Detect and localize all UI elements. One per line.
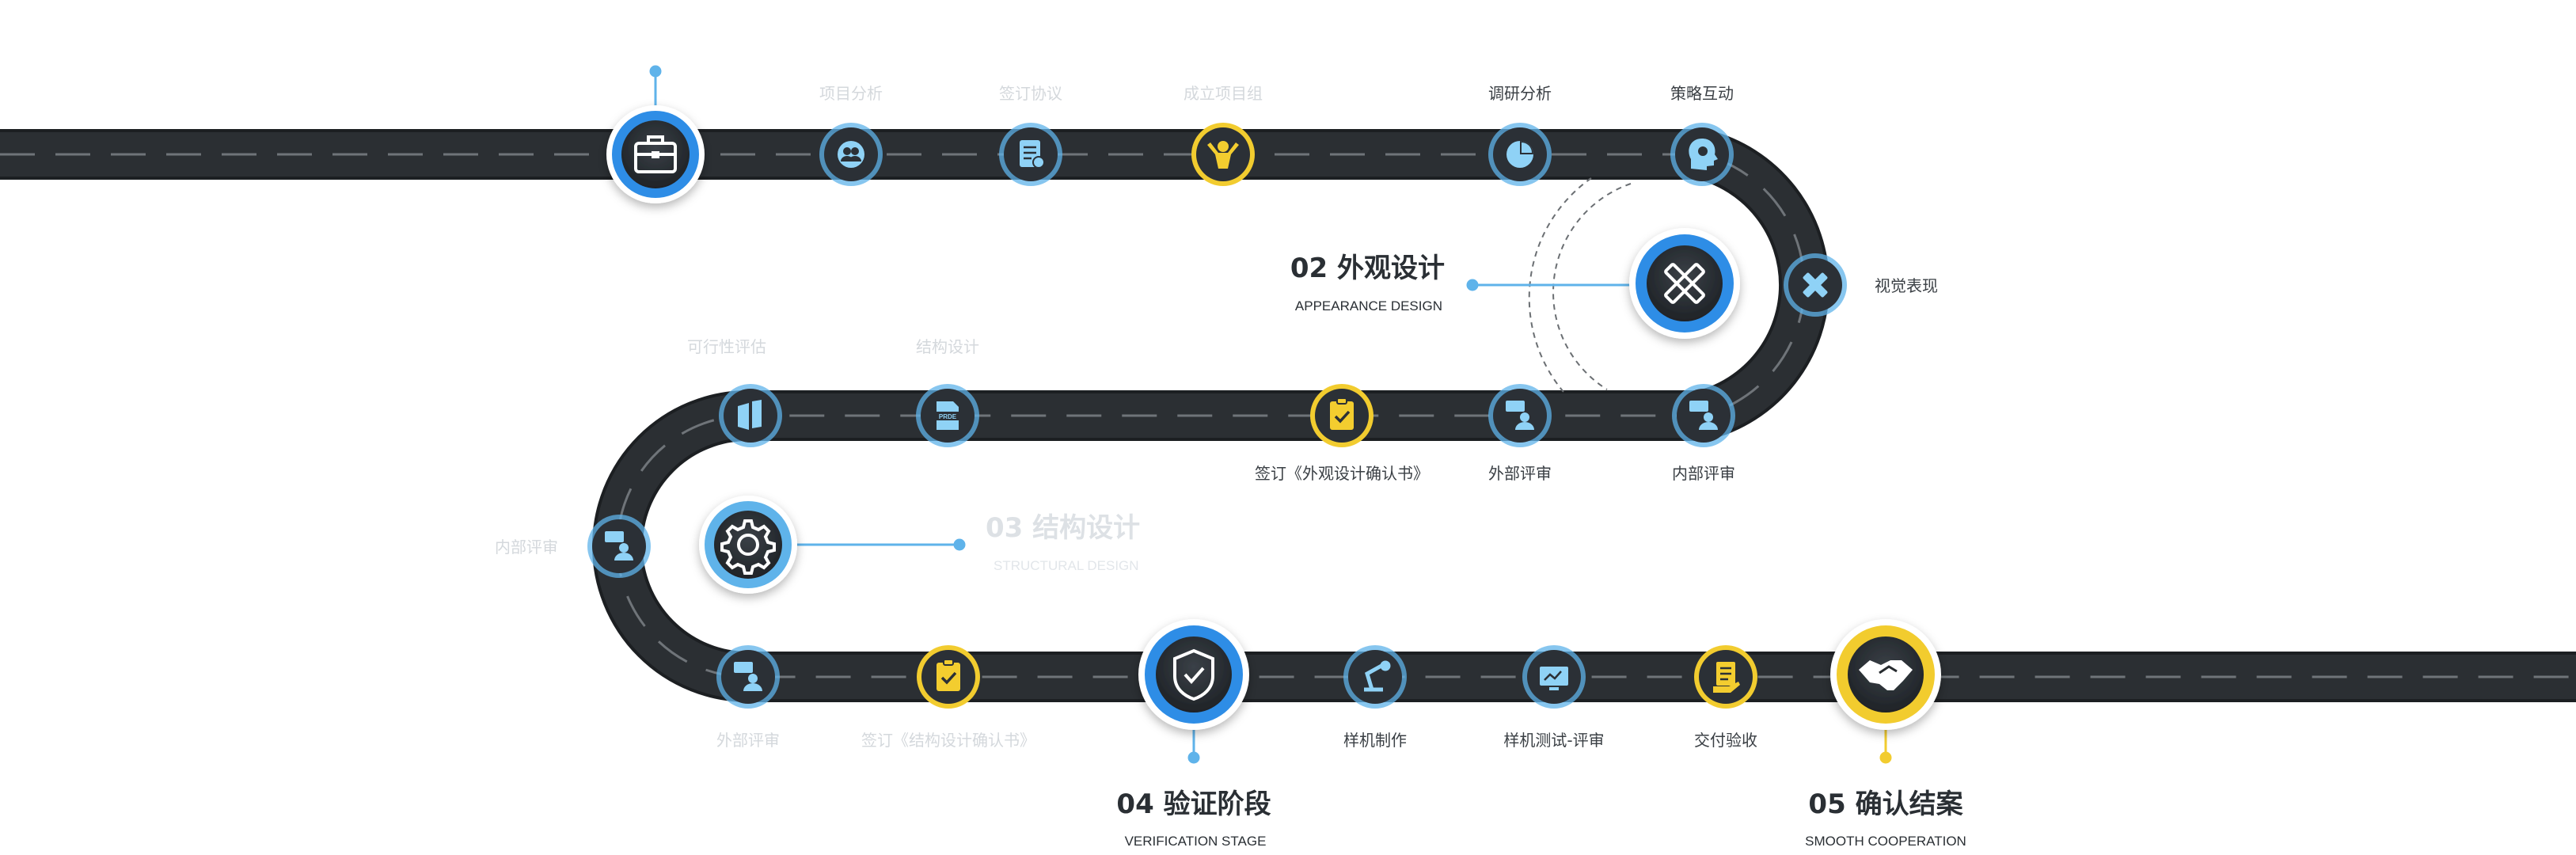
- step-strategy-interaction-label: 策略互动: [1670, 84, 1734, 103]
- step-research-analysis-label: 调研分析: [1488, 84, 1552, 103]
- handshake-icon: [1859, 660, 1913, 690]
- team-person-icon: [1207, 141, 1239, 169]
- gear-icon: [720, 519, 776, 575]
- stage-4-title: 04 验证阶段: [1116, 788, 1271, 820]
- stage-4-node[interactable]: [1138, 619, 1249, 730]
- step-structural-design-label: 结构设计: [916, 337, 979, 356]
- step-delivery-acceptance-label: 交付验收: [1694, 731, 1757, 750]
- stage-2-subtitle: APPEARANCE DESIGN: [1295, 298, 1442, 314]
- stage-2-node[interactable]: [1629, 228, 1740, 339]
- book-icon: [738, 400, 762, 430]
- step-internal-review-2-label: 内部评审: [1672, 464, 1735, 483]
- contract-icon: [1020, 140, 1045, 169]
- document-hand-icon: [1713, 662, 1740, 693]
- stage-2-title: 02 外观设计: [1290, 253, 1445, 284]
- decorative-arcs: [1528, 177, 1632, 393]
- leader-lines: [649, 65, 1639, 764]
- step-form-team-label: 成立项目组: [1184, 84, 1263, 103]
- step-prototype-testing[interactable]: 样机测试-评审: [1503, 645, 1605, 750]
- step-prototype-making[interactable]: 样机制作: [1343, 645, 1407, 750]
- step-external-review-3[interactable]: 外部评审: [716, 645, 780, 750]
- clipboard-check-icon: [937, 659, 960, 691]
- users-icon: [838, 141, 864, 168]
- stage-4-caption: 04 验证阶段 VERIFICATION STAGE: [1116, 788, 1271, 849]
- stage-4-subtitle: VERIFICATION STAGE: [1125, 834, 1267, 849]
- briefcase-icon: [634, 135, 677, 173]
- step-sign-appearance-confirmation-label: 签订《外观设计确认书》: [1255, 464, 1429, 483]
- review-icon: [1506, 401, 1534, 430]
- step-sign-agreement[interactable]: 签订协议: [999, 84, 1062, 186]
- stage-5-subtitle: SMOOTH COOPERATION: [1805, 834, 1966, 849]
- step-visual-expression[interactable]: 视觉表现: [1784, 253, 1938, 317]
- step-prototype-making-label: 样机制作: [1343, 731, 1407, 750]
- monitor-icon: [1540, 667, 1568, 690]
- stage-1-node[interactable]: [606, 105, 705, 203]
- step-strategy-interaction[interactable]: 策略互动: [1670, 84, 1734, 186]
- robot-arm-icon: [1364, 660, 1391, 692]
- pencil-ruler-icon: [1803, 272, 1828, 298]
- stage-2-caption: 02 外观设计 APPEARANCE DESIGN: [1290, 253, 1445, 314]
- pie-chart-icon: [1506, 141, 1533, 168]
- head-idea-icon: [1689, 139, 1718, 170]
- shield-check-icon: [1173, 648, 1214, 701]
- step-internal-review-3-label: 内部评审: [495, 538, 558, 557]
- stage-3-caption: 03 结构设计 STRUCTURAL DESIGN: [986, 512, 1140, 573]
- stage-3-node[interactable]: [699, 496, 797, 594]
- step-research-analysis[interactable]: 调研分析: [1488, 84, 1552, 186]
- step-external-review-2[interactable]: 外部评审: [1488, 384, 1552, 483]
- step-delivery-acceptance[interactable]: 交付验收: [1694, 645, 1757, 750]
- step-external-review-2-label: 外部评审: [1488, 464, 1552, 483]
- step-visual-expression-label: 视觉表现: [1875, 276, 1938, 295]
- step-sign-structure-confirmation-label: 签订《结构设计确认书》: [861, 731, 1035, 750]
- step-feasibility-assessment[interactable]: 可行性评估: [687, 337, 782, 447]
- step-internal-review-3[interactable]: 内部评审: [495, 515, 651, 578]
- step-structural-design[interactable]: PRDE 结构设计: [916, 337, 979, 447]
- step-project-analysis-label: 项目分析: [819, 84, 883, 103]
- review-icon: [605, 531, 633, 560]
- review-icon: [734, 662, 762, 691]
- step-sign-structure-confirmation[interactable]: 签订《结构设计确认书》: [861, 645, 1035, 750]
- stage-5-title: 05 确认结案: [1808, 788, 1963, 820]
- stage-5-caption: 05 确认结案 SMOOTH COOPERATION: [1805, 788, 1966, 849]
- pencil-ruler-icon: [1664, 263, 1705, 304]
- stage-5-node[interactable]: [1830, 619, 1941, 730]
- step-form-team[interactable]: 成立项目组: [1184, 84, 1263, 186]
- prde-doc-icon: PRDE: [936, 401, 959, 430]
- step-project-analysis[interactable]: 项目分析: [819, 84, 883, 186]
- review-icon: [1689, 401, 1718, 430]
- step-external-review-3-label: 外部评审: [716, 731, 780, 750]
- step-sign-agreement-label: 签订协议: [999, 84, 1062, 103]
- stage-3-subtitle: STRUCTURAL DESIGN: [994, 558, 1139, 573]
- step-prototype-testing-label: 样机测试-评审: [1503, 731, 1604, 750]
- step-sign-appearance-confirmation[interactable]: 签订《外观设计确认书》: [1255, 384, 1429, 483]
- svg-text:PRDE: PRDE: [939, 413, 957, 420]
- step-feasibility-assessment-label: 可行性评估: [687, 337, 766, 356]
- step-internal-review-2[interactable]: 内部评审: [1672, 384, 1735, 483]
- road: [0, 154, 2576, 677]
- stage-3-title: 03 结构设计: [986, 512, 1140, 544]
- clipboard-check-icon: [1330, 397, 1354, 430]
